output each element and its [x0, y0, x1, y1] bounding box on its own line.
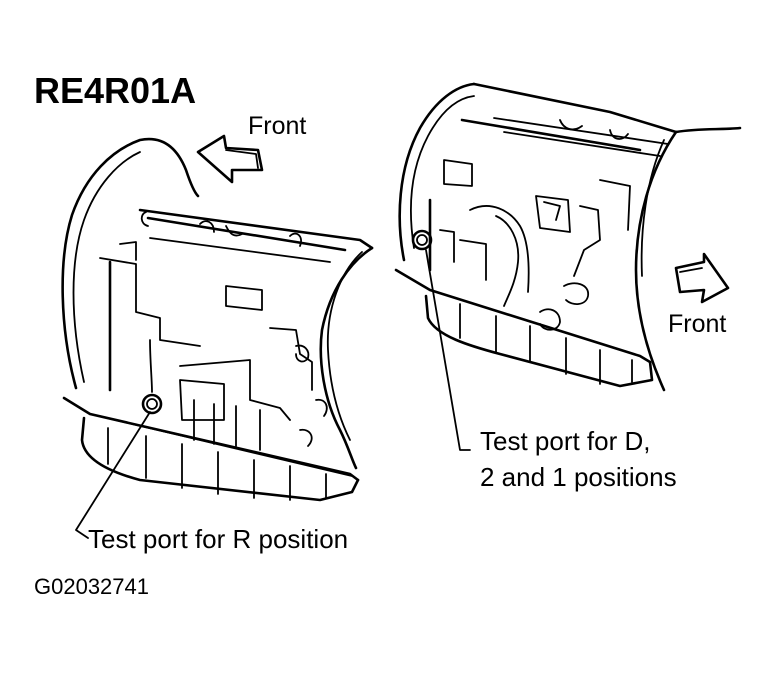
callout-label-d-line2: 2 and 1 positions: [480, 462, 677, 492]
front-label-left: Front: [248, 112, 307, 140]
callout-label-d-line1: Test port for D,: [480, 426, 651, 456]
front-label-right: Front: [668, 310, 727, 338]
left-transmission-illustration: [61, 137, 374, 502]
callout-line-r: [75, 411, 151, 539]
callout-label-r: Test port for R position: [88, 524, 349, 554]
front-arrow-left-icon: [196, 134, 264, 184]
figure-code: G02032741: [34, 574, 149, 599]
front-arrow-right-icon: [674, 252, 730, 304]
callout-label-d: Test port for D, 2 and 1 positions: [480, 423, 677, 495]
callout-line-d: [425, 249, 471, 451]
right-transmission-illustration: [394, 82, 742, 392]
model-title: RE4R01A: [34, 70, 197, 111]
